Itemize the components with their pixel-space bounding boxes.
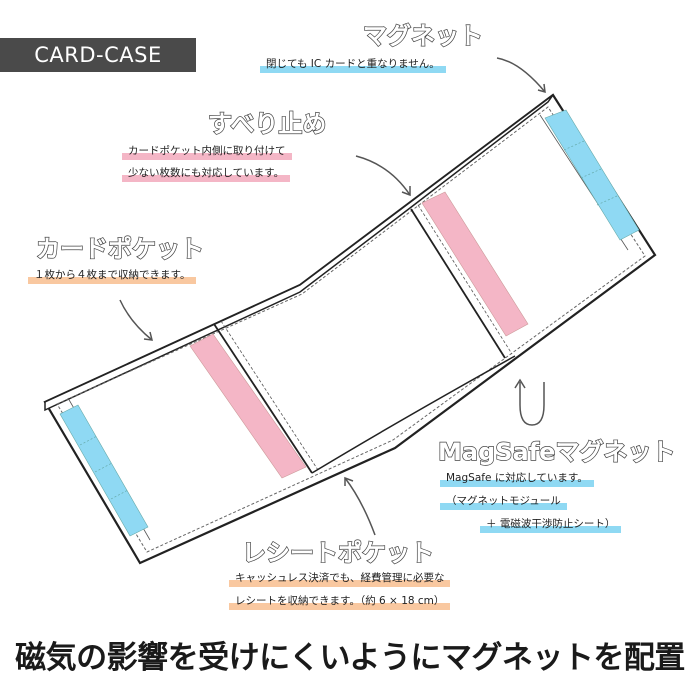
arrow-card-pocket: [119, 299, 153, 341]
stitch-outline: [56, 106, 646, 553]
fold-line-right: [410, 208, 506, 359]
magsafe-note-line2: （マグネットモジュール: [440, 493, 567, 510]
arrow-receipt: [344, 477, 376, 536]
magnet-strip-left: [59, 404, 149, 537]
magsafe-note-line3: ＋ 電磁波干渉防止シート）: [480, 516, 622, 533]
case-top-edge: [44, 94, 554, 412]
card-pocket-note: １枚から４枚まで収納できます。: [28, 267, 197, 284]
receipt-note-line1: キャッシュレス決済でも、経費管理に必要な: [229, 570, 451, 587]
card-case-badge: CARD-CASE: [0, 38, 196, 72]
receipt-pocket-edge: [311, 355, 516, 474]
magsafe-note-line1: MagSafe に対応しています。: [440, 470, 594, 487]
card-pocket-title: カードポケット: [35, 234, 204, 263]
nonslip-strip-right: [421, 191, 529, 337]
arrow-magsafe: [519, 382, 545, 426]
magnet-note: 閉じても IC カードと重なりません。: [260, 56, 446, 73]
slip-note-line1: カードポケット内側に取り付けて: [122, 143, 292, 160]
receipt-note-line2: レシートを収納できます。（約 6 × 18 cm）: [229, 593, 451, 610]
bottom-headline: 磁気の影響を受けにくいようにマグネットを配置: [15, 640, 685, 676]
slip-title: すべり止め: [207, 109, 327, 138]
slip-note-line2: 少ない枚数にも対応しています。: [122, 165, 291, 182]
magnet-title: マグネット: [362, 21, 483, 50]
arrow-magnet: [496, 57, 546, 93]
arrow-slip: [355, 155, 411, 196]
nonslip-strip-left: [189, 333, 307, 479]
magsafe-title: MagSafeマグネット: [437, 437, 676, 466]
magnet-strip-right: [544, 109, 640, 241]
receipt-title: レシートポケット: [241, 538, 434, 567]
fold-line-right-inner: [417, 204, 513, 355]
fold-line-left: [213, 323, 313, 474]
